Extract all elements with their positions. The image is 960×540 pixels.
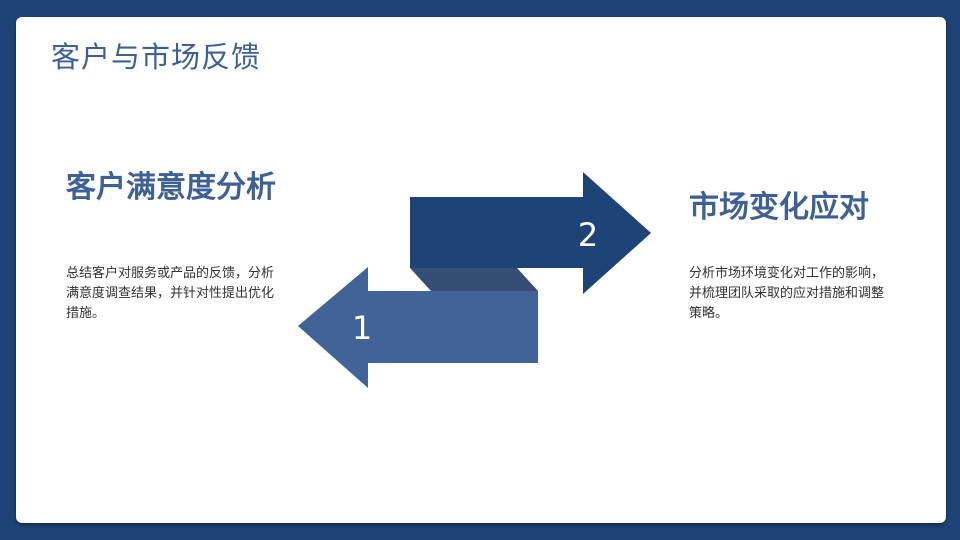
left-body: 总结客户对服务或产品的反馈，分析满意度调查结果，并针对性提出优化措施。 <box>66 266 275 321</box>
right-heading: 市场变化应对 <box>689 190 869 225</box>
arrow-1-number: 1 <box>352 309 372 347</box>
arrow-left-1 <box>298 267 538 388</box>
right-body: 分析市场环境变化对工作的影响，并梳理团队采取的应对措施和调整策略。 <box>689 266 885 321</box>
arrow-2-number: 2 <box>578 216 598 254</box>
slide-title: 客户与市场反馈 <box>51 40 262 74</box>
left-heading: 客户满意度分析 <box>66 170 276 205</box>
arrow-right-2 <box>410 172 651 294</box>
arrow-connector <box>410 268 538 291</box>
